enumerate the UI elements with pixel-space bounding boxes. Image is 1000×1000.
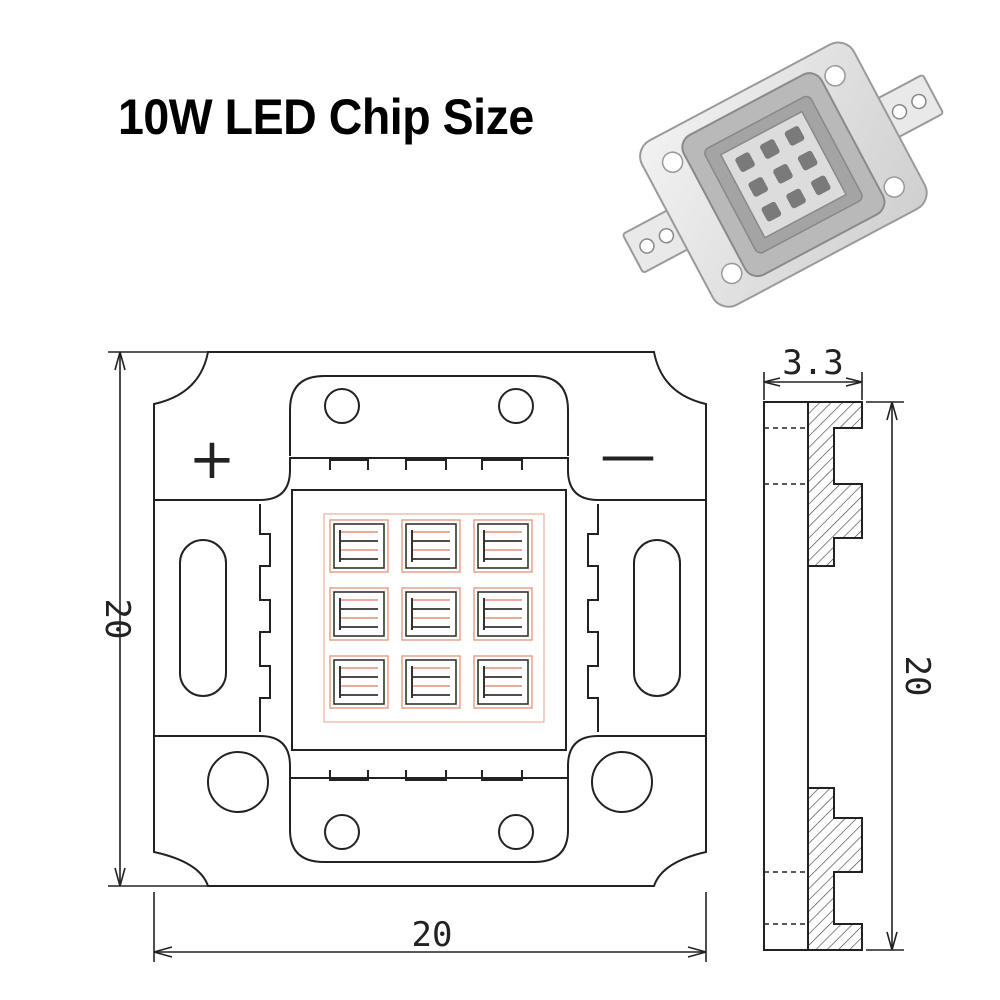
die-array [323,513,545,723]
height-dimension-label: 20 [97,599,137,640]
die-window [291,489,567,751]
mount-hole [207,751,269,813]
led-die [329,519,389,573]
mount-slot [633,539,681,697]
led-die [473,519,533,573]
page-title: 10W LED Chip Size [118,89,534,145]
led-die [329,655,389,709]
led-die [329,587,389,641]
led-die [401,519,461,573]
front-view [153,351,707,887]
led-die [473,587,533,641]
mount-hole [324,814,360,850]
minus-label: — [600,423,656,488]
width-dimension-label: 20 [412,915,453,955]
mount-hole [324,388,360,424]
mount-hole [498,814,534,850]
side-view [763,401,863,951]
led-die [401,587,461,641]
side-dimension-lines [763,372,904,951]
led-die [401,655,461,709]
mount-slot [179,539,227,697]
led-chip-photo [622,41,944,308]
side-height-dimension-label: 20 [897,656,937,697]
base-plate-outline [153,351,707,887]
mount-hole [498,388,534,424]
thickness-dimension-label: 3.3 [782,343,843,383]
led-die [473,655,533,709]
dimension-lines [108,351,707,962]
mount-hole [591,751,653,813]
plus-label: + [189,427,236,492]
die-grid [323,513,545,723]
